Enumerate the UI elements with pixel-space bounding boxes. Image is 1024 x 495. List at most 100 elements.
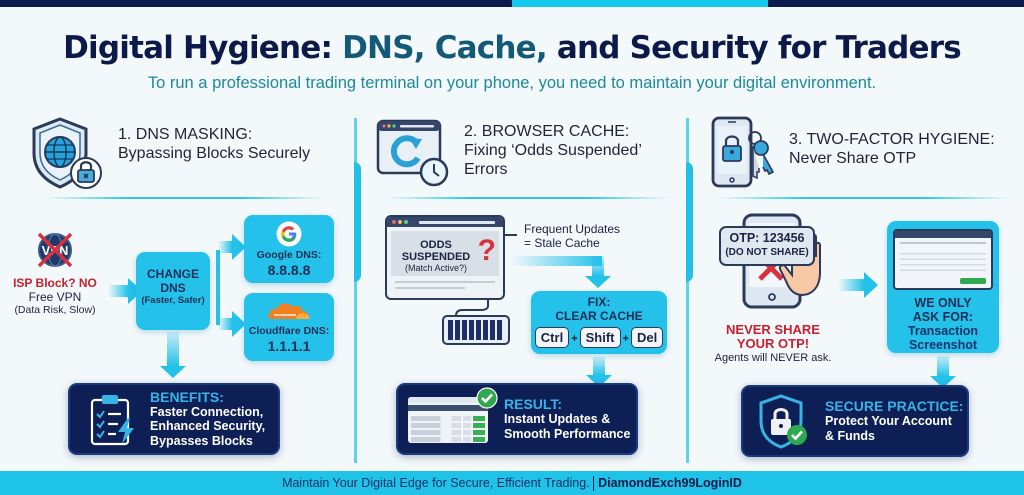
footer-tagline: Maintain Your Digital Edge for Secure, E…	[282, 476, 590, 490]
never-share-warning: NEVER SHARE YOUR OTP! Agents will NEVER …	[713, 323, 833, 365]
change-dns-line2: DNS	[160, 281, 186, 295]
isp-block-note: VPN ISP Block? NO Free VPN (Data Risk, S…	[5, 230, 105, 317]
top-accent-bar	[0, 0, 1024, 7]
google-dns-label: Google DNS:	[256, 249, 322, 261]
clear-cache-box: FIX: CLEAR CACHE Ctrl+Shift+Del	[531, 291, 667, 354]
never-share-line1: NEVER SHARE	[726, 322, 820, 337]
section-2-subtitle-1: Fixing ‘Odds Suspended’	[464, 142, 642, 159]
odds-label: ODDS	[420, 239, 452, 251]
never-share-line2: YOUR OTP!	[736, 336, 810, 351]
benefit-item: Bypasses Blocks	[150, 433, 253, 448]
footer-bar: Maintain Your Digital Edge for Secure, E…	[0, 471, 1024, 495]
shield-lock-check-icon	[759, 394, 807, 449]
section-2-title: 2. BROWSER CACHE:	[464, 123, 630, 140]
we-only-line: WE ONLY	[914, 296, 972, 310]
section-1-title: 1. DNS MASKING:	[118, 126, 253, 143]
section-2-heading: 2. BROWSER CACHE: Fixing ‘Odds Suspended…	[376, 118, 642, 188]
cloudflare-dns-value: 1.1.1.1	[267, 338, 311, 354]
plus-sign: +	[571, 333, 578, 345]
odds-table-check-icon	[408, 387, 498, 445]
google-dns-value: 8.8.8.8	[267, 262, 311, 278]
suspended-label: SUSPENDED	[401, 251, 471, 263]
vpn-risk-label: (Data Risk, Slow)	[14, 304, 96, 316]
plus-sign: +	[622, 333, 629, 345]
clear-cache-label: CLEAR CACHE	[555, 309, 643, 323]
benefit-item: Faster Connection,	[150, 404, 264, 419]
section-divider-2	[686, 118, 693, 463]
page-title: Digital Hygiene: DNS, Cache, and Securit…	[63, 30, 962, 66]
section-3-rule	[718, 197, 1010, 199]
section-divider-1	[354, 118, 361, 463]
google-dns-box: Google DNS: 8.8.8.8	[244, 215, 334, 283]
arrow-to-fix-h	[510, 256, 602, 266]
section-1-subtitle: Bypassing Blocks Securely	[118, 145, 311, 162]
section-2-subtitle-2: Errors	[464, 161, 508, 178]
arrow-to-change-dns	[108, 278, 142, 304]
free-vpn-label: Free VPN	[28, 290, 82, 304]
question-mark-icon: ?	[477, 234, 496, 267]
phone-lock-keys-icon	[711, 116, 775, 188]
change-dns-line3: (Faster, Safer)	[141, 295, 205, 306]
footer-separator	[592, 476, 595, 492]
ctrl-key: Ctrl	[534, 327, 570, 348]
secure-practice-box: SECURE PRACTICE: Protect Your Account & …	[741, 385, 969, 457]
browser-titlebar	[387, 217, 503, 227]
secure-practice-title: SECURE PRACTICE:	[825, 398, 964, 414]
dns-branch-connector	[216, 250, 220, 325]
agents-never-ask: Agents will NEVER ask.	[714, 352, 832, 364]
arrow-to-google	[218, 234, 246, 260]
result-item: Instant Updates &	[504, 412, 611, 426]
otp-message-bubble: OTP: 123456 (DO NOT SHARE)	[719, 226, 815, 266]
section-2-rule	[385, 197, 670, 199]
keyboard-icon	[442, 315, 510, 345]
footer-brand: DiamondExch99LoginID	[598, 476, 742, 490]
note-connector	[503, 234, 517, 236]
arrow-to-result	[586, 357, 612, 387]
section-1-heading: 1. DNS MASKING: Bypassing Blocks Securel…	[30, 115, 310, 191]
check-badge-icon	[476, 387, 498, 409]
stale-cache-note: Frequent Updates = Stale Cache	[524, 222, 620, 250]
google-icon	[276, 221, 302, 247]
section-3-title: 3. TWO-FACTOR HYGIENE:	[789, 131, 995, 148]
otp-do-not-share: (DO NOT SHARE)	[725, 247, 809, 258]
odds-suspended-browser: ODDS SUSPENDED (Match Active?) ?	[385, 215, 505, 300]
otp-code: OTP: 123456	[729, 231, 805, 245]
cloudflare-icon	[268, 303, 310, 319]
screenshot-line: Screenshot	[908, 338, 978, 352]
del-key: Del	[630, 327, 664, 348]
arrow-to-benefits	[160, 332, 186, 378]
shortcut-keys: Ctrl+Shift+Del	[531, 327, 667, 348]
section-1-rule	[45, 197, 325, 199]
cloudflare-dns-label: Cloudflare DNS:	[248, 325, 330, 337]
top-accent-highlight	[512, 0, 768, 7]
odds-suspended-panel: ODDS SUSPENDED (Match Active?) ?	[391, 231, 499, 276]
vpn-crossed-icon: VPN	[37, 232, 73, 268]
ask-for-line: ASK FOR:	[912, 310, 974, 324]
result-box: RESULT: Instant Updates & Smooth Perform…	[396, 383, 638, 455]
cloudflare-dns-box: Cloudflare DNS: 1.1.1.1	[244, 293, 334, 361]
stale-cache-line2: = Stale Cache	[524, 236, 600, 250]
isp-block-label: ISP Block? NO	[13, 276, 97, 290]
secure-item: & Funds	[825, 428, 875, 443]
change-dns-line1: CHANGE	[146, 267, 199, 281]
change-dns-box: CHANGE DNS (Faster, Safer)	[136, 252, 210, 330]
transaction-line: Transaction	[907, 324, 979, 338]
section-3-subtitle: Never Share OTP	[789, 150, 917, 167]
arrow-to-secure	[930, 356, 956, 388]
benefits-box: BENEFITS: Faster Connection, Enhanced Se…	[68, 383, 280, 455]
result-title: RESULT:	[504, 396, 563, 412]
fix-label: FIX:	[587, 295, 611, 309]
benefit-item: Enhanced Security,	[150, 419, 266, 434]
arrow-to-ask	[838, 272, 878, 298]
keyboard-cable	[455, 300, 489, 316]
match-active-label: (Match Active?)	[404, 263, 468, 273]
secure-item: Protect Your Account	[825, 414, 952, 428]
browser-refresh-clock-icon	[376, 119, 449, 187]
transaction-screenshot-box: WE ONLY ASK FOR: Transaction Screenshot	[887, 221, 999, 353]
shield-globe-lock-icon	[32, 117, 102, 189]
benefits-title: BENEFITS:	[150, 388, 224, 405]
transaction-screenshot-icon	[893, 229, 993, 290]
section-3-heading: 3. TWO-FACTOR HYGIENE: Never Share OTP	[711, 116, 995, 188]
arrow-to-cloudflare	[218, 311, 246, 337]
page-subtitle: To run a professional trading terminal o…	[147, 74, 877, 92]
